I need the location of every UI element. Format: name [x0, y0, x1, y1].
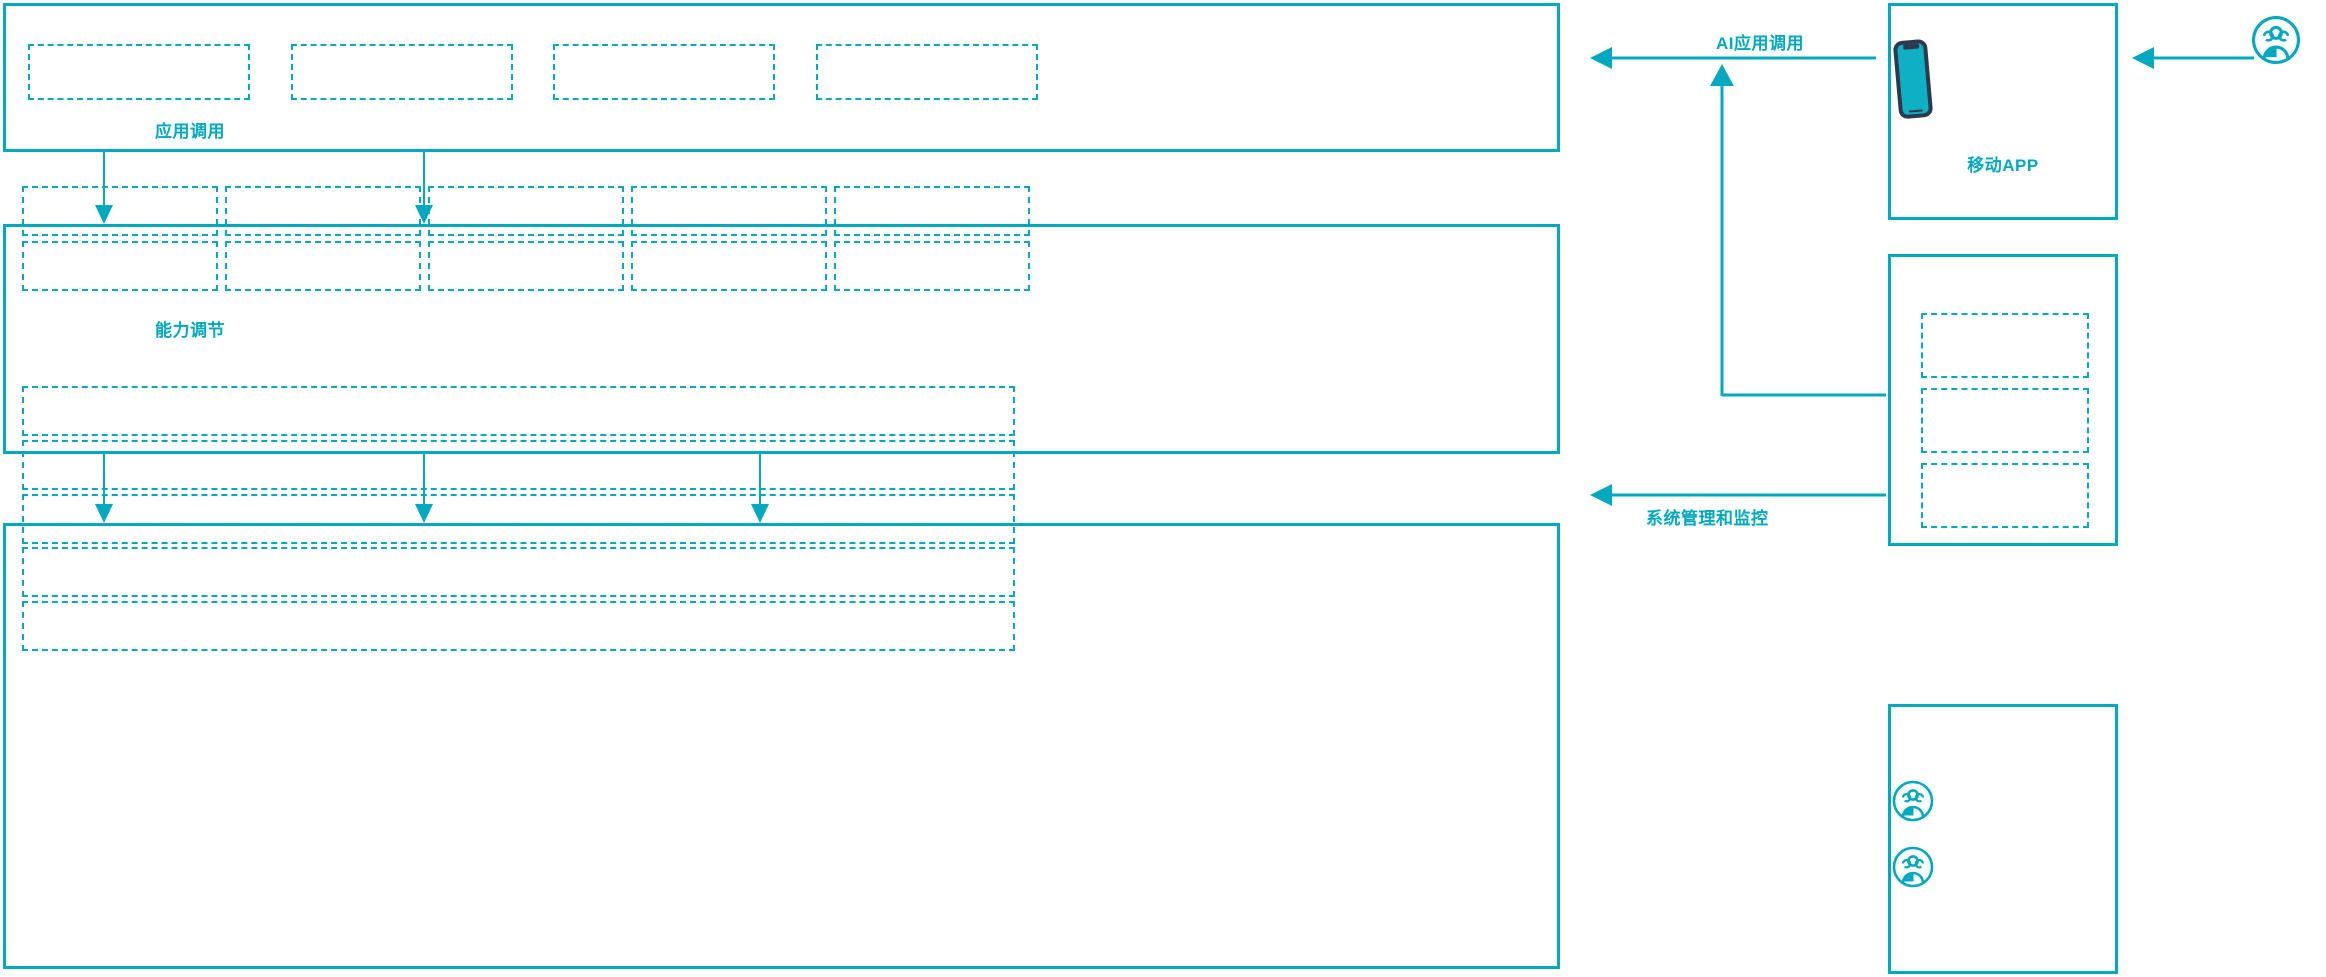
- capability-cell[interactable]: [22, 186, 218, 236]
- capability-cell[interactable]: [225, 241, 421, 291]
- platform-layer-container: [3, 523, 1560, 969]
- mobile-app-label: 移动APP: [1967, 156, 2039, 175]
- application-cell[interactable]: [291, 44, 513, 100]
- user-group-icon: [1891, 845, 2115, 889]
- flow-label-application-call: 应用调用: [155, 122, 225, 141]
- platform-row[interactable]: [22, 440, 1015, 490]
- flow-label-capability-call: 能力调节: [155, 321, 225, 340]
- channel-item[interactable]: [1921, 388, 2089, 453]
- platform-row[interactable]: [22, 601, 1015, 651]
- flow-label-ai-call: AI应用调用: [1716, 34, 1804, 53]
- application-cell[interactable]: [28, 44, 250, 100]
- channel-panel[interactable]: [1888, 254, 2118, 546]
- platform-row[interactable]: [22, 386, 1015, 436]
- smartphone-icon: [1891, 38, 2115, 120]
- channel-item[interactable]: [1921, 313, 2089, 378]
- capability-cell[interactable]: [834, 241, 1030, 291]
- ai-call-connector: [1590, 47, 1886, 397]
- application-cell[interactable]: [816, 44, 1038, 100]
- platform-row[interactable]: [22, 547, 1015, 597]
- flow-label-system-admin: 系统管理和监控: [1646, 509, 1769, 528]
- mobile-app-panel[interactable]: 移动APP: [1888, 3, 2118, 220]
- user-group-icon: [2250, 14, 2302, 66]
- platform-row[interactable]: [22, 494, 1015, 544]
- capability-cell[interactable]: [834, 186, 1030, 236]
- capability-cell[interactable]: [225, 186, 421, 236]
- channel-item[interactable]: [1921, 463, 2089, 528]
- capability-layer-container: [3, 224, 1560, 454]
- capability-cell[interactable]: [428, 186, 624, 236]
- external-user-connector: [2132, 47, 2254, 69]
- capability-cell[interactable]: [22, 241, 218, 291]
- application-cell[interactable]: [553, 44, 775, 100]
- capability-cell[interactable]: [631, 241, 827, 291]
- application-layer-container: [3, 3, 1560, 152]
- capability-cell[interactable]: [428, 241, 624, 291]
- user-group-icon: [1891, 779, 2115, 823]
- capability-cell[interactable]: [631, 186, 827, 236]
- operations-panel[interactable]: [1888, 704, 2118, 974]
